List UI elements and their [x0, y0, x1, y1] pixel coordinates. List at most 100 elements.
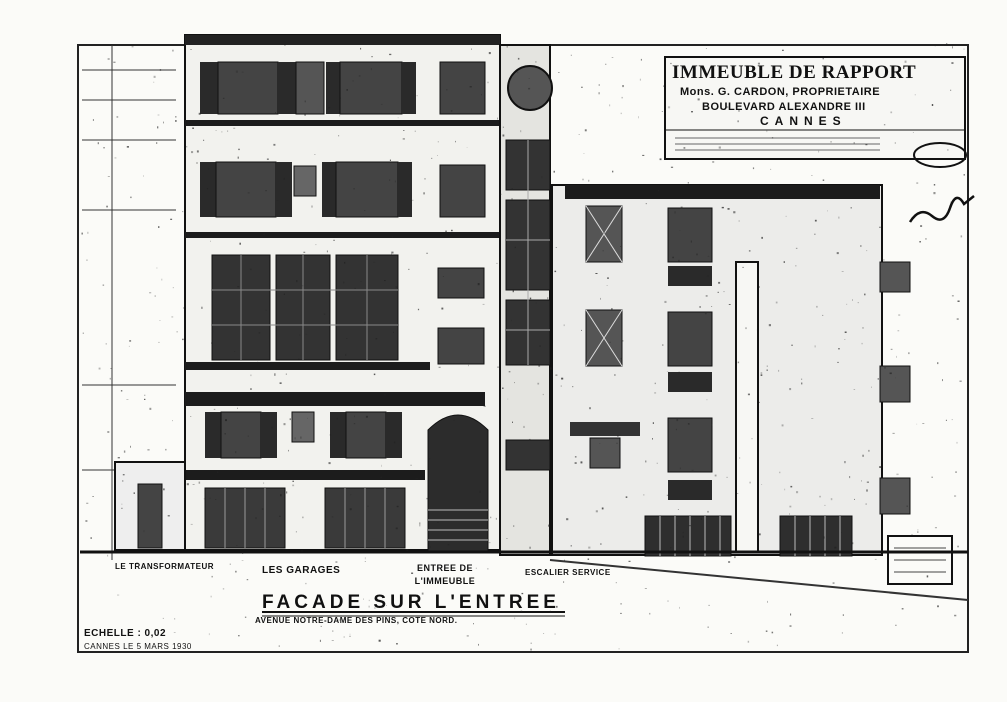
scan-speckle: [485, 605, 487, 608]
scan-speckle: [121, 507, 123, 509]
scan-speckle: [771, 631, 774, 634]
scan-speckle: [81, 232, 83, 235]
scan-speckle: [658, 190, 660, 192]
scan-speckle: [300, 550, 303, 552]
approval-stamp: [913, 142, 967, 168]
scan-speckle: [670, 56, 672, 58]
scan-speckle: [487, 81, 489, 84]
scan-speckle: [711, 306, 713, 307]
scan-speckle: [727, 208, 730, 210]
scan-speckle: [373, 373, 376, 376]
scan-speckle: [237, 156, 239, 159]
scan-speckle: [431, 157, 433, 159]
scan-speckle: [679, 467, 681, 470]
scan-speckle: [156, 142, 158, 144]
scan-speckle: [149, 407, 152, 410]
scan-speckle: [171, 316, 174, 318]
scan-speckle: [320, 625, 322, 627]
scan-speckle: [538, 365, 541, 367]
scan-speckle: [523, 425, 525, 428]
scan-speckle: [419, 524, 421, 527]
scan-speckle: [468, 364, 469, 367]
scan-speckle: [614, 374, 616, 376]
scan-speckle: [818, 150, 820, 153]
scan-speckle: [380, 103, 383, 105]
scan-speckle: [662, 344, 664, 346]
scan-speckle: [292, 484, 295, 487]
scan-speckle: [265, 190, 267, 192]
scan-speckle: [286, 232, 288, 234]
scan-speckle: [837, 361, 839, 363]
scan-speckle: [343, 636, 345, 638]
scan-speckle: [652, 438, 653, 440]
scan-speckle: [814, 219, 817, 222]
scan-speckle: [759, 401, 760, 403]
scan-speckle: [241, 560, 244, 561]
scan-speckle: [543, 633, 545, 634]
scan-speckle: [192, 484, 195, 485]
scan-speckle: [659, 44, 660, 46]
scan-speckle: [175, 116, 177, 118]
scan-speckle: [760, 372, 763, 374]
scan-speckle: [374, 606, 376, 609]
scan-speckle: [723, 291, 725, 293]
scan-speckle: [830, 498, 833, 501]
scan-speckle: [640, 58, 642, 61]
scan-speckle: [479, 490, 481, 493]
scan-speckle: [730, 633, 732, 634]
scan-speckle: [381, 464, 382, 467]
scan-speckle: [889, 372, 892, 375]
scan-speckle: [747, 393, 750, 396]
scan-speckle: [225, 40, 228, 42]
scan-speckle: [349, 633, 351, 635]
scan-speckle: [705, 295, 708, 297]
scan-speckle: [670, 62, 672, 65]
scan-speckle: [926, 575, 929, 578]
scan-speckle: [947, 149, 949, 151]
scan-speckle: [667, 600, 669, 602]
scan-speckle: [934, 44, 936, 47]
scan-speckle: [955, 471, 957, 473]
scan-speckle: [963, 48, 965, 50]
scan-speckle: [751, 438, 753, 440]
scan-speckle: [838, 348, 840, 350]
scan-speckle: [587, 558, 590, 560]
scan-speckle: [274, 373, 276, 376]
scan-speckle: [555, 247, 557, 248]
scan-speckle: [937, 605, 939, 608]
drawing-scale: ECHELLE : 0,02: [84, 628, 167, 639]
garden-fences: [644, 515, 853, 557]
scan-speckle: [331, 640, 334, 641]
scan-speckle: [497, 117, 498, 120]
scan-speckle: [502, 387, 504, 389]
scan-speckle: [931, 104, 934, 106]
scan-speckle: [824, 504, 826, 506]
scan-speckle: [395, 527, 398, 530]
scan-speckle: [895, 377, 896, 379]
scan-speckle: [131, 45, 134, 48]
scan-speckle: [628, 560, 631, 562]
scan-speckle: [441, 307, 444, 310]
scan-speckle: [210, 595, 212, 598]
scan-speckle: [535, 61, 537, 63]
scan-speckle: [258, 332, 261, 334]
scan-speckle: [718, 146, 721, 149]
scan-speckle: [810, 71, 812, 73]
scan-speckle: [238, 635, 240, 637]
scan-speckle: [475, 567, 477, 569]
scan-speckle: [758, 286, 760, 288]
scan-speckle: [167, 515, 170, 517]
scan-speckle: [257, 361, 259, 363]
scan-speckle: [696, 253, 698, 256]
scan-speckle: [865, 503, 867, 505]
scan-speckle: [583, 153, 585, 154]
scan-speckle: [508, 371, 511, 373]
scan-speckle: [224, 433, 226, 435]
scan-speckle: [402, 138, 405, 140]
scan-speckle: [488, 542, 491, 544]
scan-speckle: [442, 276, 444, 277]
scan-speckle: [745, 327, 747, 330]
scan-speckle: [153, 75, 156, 78]
scan-speckle: [620, 246, 621, 247]
scan-speckle: [154, 295, 156, 297]
